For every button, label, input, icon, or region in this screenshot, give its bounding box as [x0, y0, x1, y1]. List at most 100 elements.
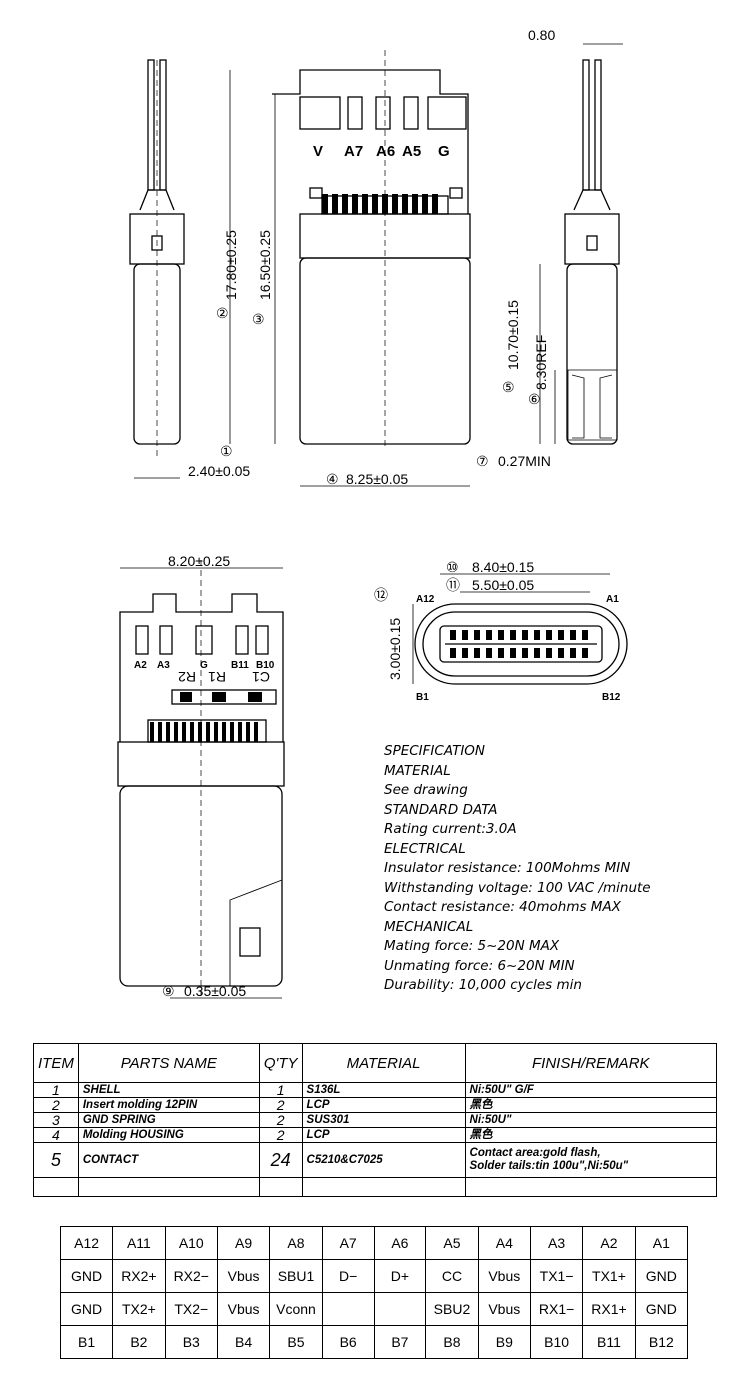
component-r1: R1	[208, 669, 226, 685]
pad-label-b10: B10	[256, 660, 275, 671]
pin-cell: B5	[269, 1325, 323, 1359]
parts-header-name: PARTS NAME	[77, 1043, 260, 1083]
pin-label-b1: B1	[416, 692, 429, 703]
pin-cell: SBU1	[269, 1259, 323, 1293]
table-row: 5 CONTACT 24 C5210&C7025 Contact area:go…	[33, 1142, 718, 1178]
parts-header-item: ITEM	[33, 1043, 79, 1083]
pin-cell: B7	[373, 1325, 427, 1359]
pin-cell: A5	[425, 1226, 479, 1260]
pin-cell: A6	[373, 1226, 427, 1260]
pin-cell: B3	[164, 1325, 218, 1359]
parts-cell: SHELL	[77, 1082, 260, 1098]
parts-cell: 2	[258, 1112, 303, 1128]
spec-line: Insulator resistance: 100Mohms MIN	[384, 860, 631, 876]
component-r2: R2	[178, 669, 196, 685]
spec-line: MATERIAL	[384, 762, 451, 779]
pin-cell: A2	[582, 1226, 636, 1260]
pad-label-b11: B11	[231, 660, 249, 671]
pin-cell: A12	[59, 1226, 114, 1260]
parts-cell: 2	[258, 1127, 303, 1143]
parts-cell: SUS301	[301, 1112, 466, 1128]
table-row: 2 Insert molding 12PIN 2 LCP 黑色	[33, 1097, 718, 1113]
spec-line: Durability: 10,000 cycles min	[384, 977, 582, 993]
parts-cell: 24	[258, 1142, 303, 1178]
pin-cell: GND	[59, 1292, 114, 1326]
dim-1070: 10.70±0.15	[505, 300, 521, 370]
balloon-10: ⑩	[446, 559, 459, 575]
table-row	[33, 1177, 718, 1197]
pad-label-v: V	[313, 143, 323, 160]
parts-cell: Insert molding 12PIN	[77, 1097, 260, 1113]
balloon-3: ③	[252, 311, 265, 327]
pad-label-a7: A7	[344, 143, 363, 160]
dim-820: 8.20±0.25	[168, 553, 230, 569]
dim-300: 3.00±0.15	[387, 618, 403, 680]
pin-cell: Vconn	[269, 1292, 323, 1326]
pin-cell	[321, 1292, 375, 1326]
pin-cell: TX2+	[112, 1292, 166, 1326]
pin-cell: RX1+	[582, 1292, 636, 1326]
pin-label-a12: A12	[416, 594, 435, 605]
specification-block: SPECIFICATION MATERIAL See drawing STAND…	[384, 742, 724, 996]
component-c1: C1	[252, 669, 270, 685]
parts-cell: Ni:50U" G/F	[464, 1082, 718, 1098]
dim-825: 8.25±0.05	[346, 471, 408, 487]
pin-cell: B11	[582, 1325, 636, 1359]
parts-cell: GND SPRING	[77, 1112, 260, 1128]
pin-cell: TX1−	[529, 1259, 584, 1293]
spec-line: Rating current:3.0A	[384, 821, 517, 837]
dim-080: 0.80	[528, 27, 555, 43]
pin-cell: A9	[216, 1226, 271, 1260]
parts-cell: Ni:50U"	[464, 1112, 718, 1128]
side-view-left	[129, 59, 185, 460]
parts-header-finish: FINISH/REMARK	[464, 1043, 718, 1083]
front-view	[414, 603, 628, 685]
pin-cell: RX1−	[529, 1292, 584, 1326]
parts-cell: 1	[258, 1082, 303, 1098]
pin-cell: GND	[634, 1259, 689, 1293]
pin-cell: A3	[529, 1226, 584, 1260]
contact-pins	[150, 194, 588, 742]
pin-cell: B2	[112, 1325, 166, 1359]
parts-cell: Contact area:gold flash, Solder tails:ti…	[464, 1142, 718, 1178]
parts-cell: LCP	[301, 1097, 466, 1113]
pin-cell: CC	[425, 1259, 479, 1293]
pin-cell: A4	[477, 1226, 531, 1260]
parts-cell: 黑色	[464, 1127, 718, 1143]
spec-line: STANDARD DATA	[384, 801, 498, 818]
parts-header-row: ITEM PARTS NAME Q'TY MATERIAL FINISH/REM…	[33, 1043, 718, 1083]
parts-cell	[301, 1177, 466, 1197]
pin-cell: D+	[373, 1259, 427, 1293]
top-view-center	[272, 50, 471, 450]
pin-cell: B9	[477, 1325, 531, 1359]
parts-cell: LCP	[301, 1127, 466, 1143]
parts-cell: C5210&C7025	[301, 1142, 466, 1178]
pin-cell: Vbus	[216, 1259, 271, 1293]
parts-cell: 黑色	[464, 1097, 718, 1113]
parts-cell	[33, 1177, 79, 1197]
pin-cell: Vbus	[477, 1292, 531, 1326]
pin-label-b12: B12	[602, 692, 621, 703]
pin-cell	[373, 1292, 427, 1326]
balloon-11: ⑪	[446, 577, 460, 593]
spec-line: Withstanding voltage: 100 VAC /minute	[384, 879, 651, 896]
parts-cell: 3	[33, 1112, 79, 1128]
pin-cell: D−	[321, 1259, 375, 1293]
pad-label-g-bottom: G	[200, 660, 208, 671]
dim-027: 0.27MIN	[498, 453, 551, 469]
parts-cell: 5	[33, 1142, 79, 1178]
table-row: 4 Molding HOUSING 2 LCP 黑色	[33, 1127, 718, 1143]
parts-cell: CONTACT	[77, 1142, 260, 1178]
parts-cell	[464, 1177, 718, 1197]
technical-drawing: 0.80 17.80±0.25 16.50±0.25 10.70±0.15 8.…	[117, 27, 628, 1000]
dim-240: 2.40±0.05	[188, 463, 250, 479]
pin-cell: B1	[59, 1325, 114, 1359]
pin-cell: A8	[269, 1226, 323, 1260]
dim-550: 5.50±0.05	[472, 577, 534, 593]
pin-cell: B10	[529, 1325, 584, 1359]
parts-cell: 1	[33, 1082, 79, 1098]
pin-cell: TX2−	[164, 1292, 218, 1326]
dim-840: 8.40±0.15	[472, 559, 534, 575]
parts-cell: Molding HOUSING	[77, 1127, 260, 1143]
balloon-2: ②	[216, 305, 229, 321]
